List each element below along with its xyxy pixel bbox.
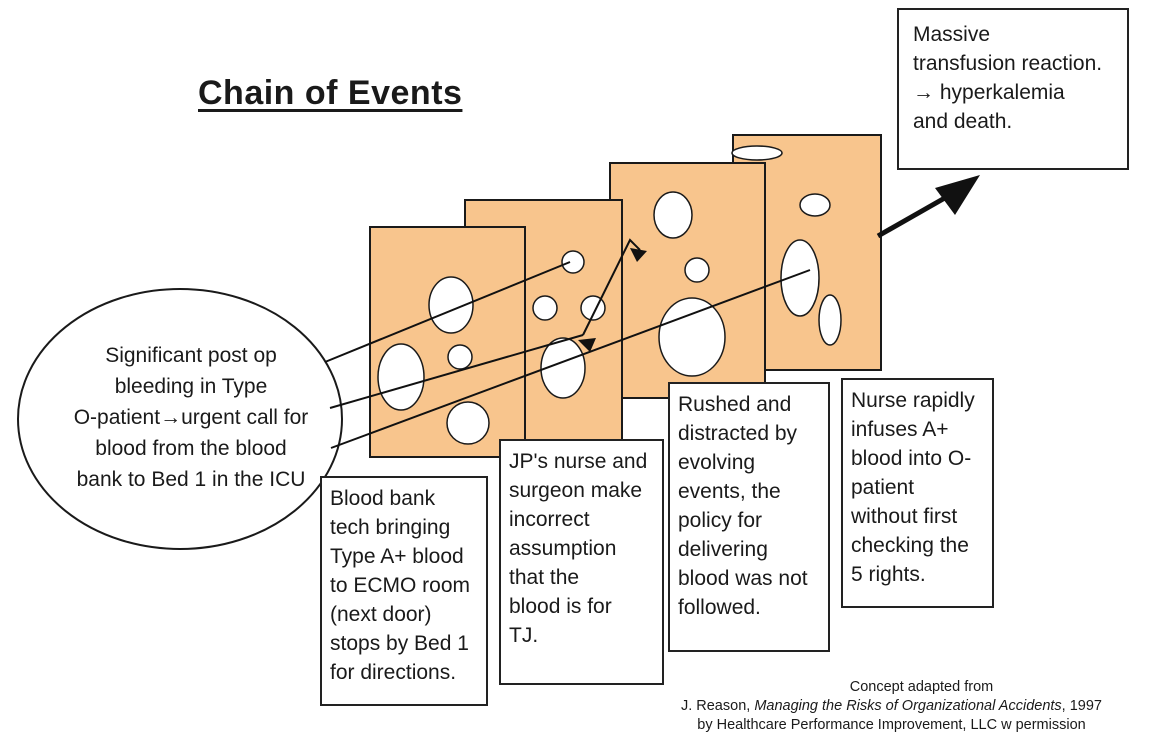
outcome-arrow [878,175,980,236]
credit-author: J. Reason, [681,698,754,714]
credit-line-1: Concept adapted from [681,678,1102,697]
origin-text: Significant post op bleeding in Type O-p… [56,340,326,495]
credit-line-2: J. Reason, Managing the Risks of Organiz… [681,698,1102,714]
credit-line-3: by Healthcare Performance Improvement, L… [697,717,1085,733]
event-box-2: JP's nurse and surgeon make incorrect as… [499,439,664,685]
event-box-3: Rushed and distracted by evolving events… [668,382,830,652]
event-box-4: Nurse rapidly infuses A+ blood into O- p… [841,378,994,608]
credit-note: Concept adapted from J. Reason, Managing… [681,678,1102,735]
credit-year: , 1997 [1062,698,1102,714]
outcome-box: Massive transfusion reaction. → hyperkal… [897,8,1129,170]
event-box-1: Blood bank tech bringing Type A+ blood t… [320,476,488,706]
cheese-slice-1 [370,227,525,457]
credit-book-title: Managing the Risks of Organizational Acc… [754,698,1061,714]
diagram-title: Chain of Events [198,74,462,113]
cheese-slice-3 [610,163,765,398]
